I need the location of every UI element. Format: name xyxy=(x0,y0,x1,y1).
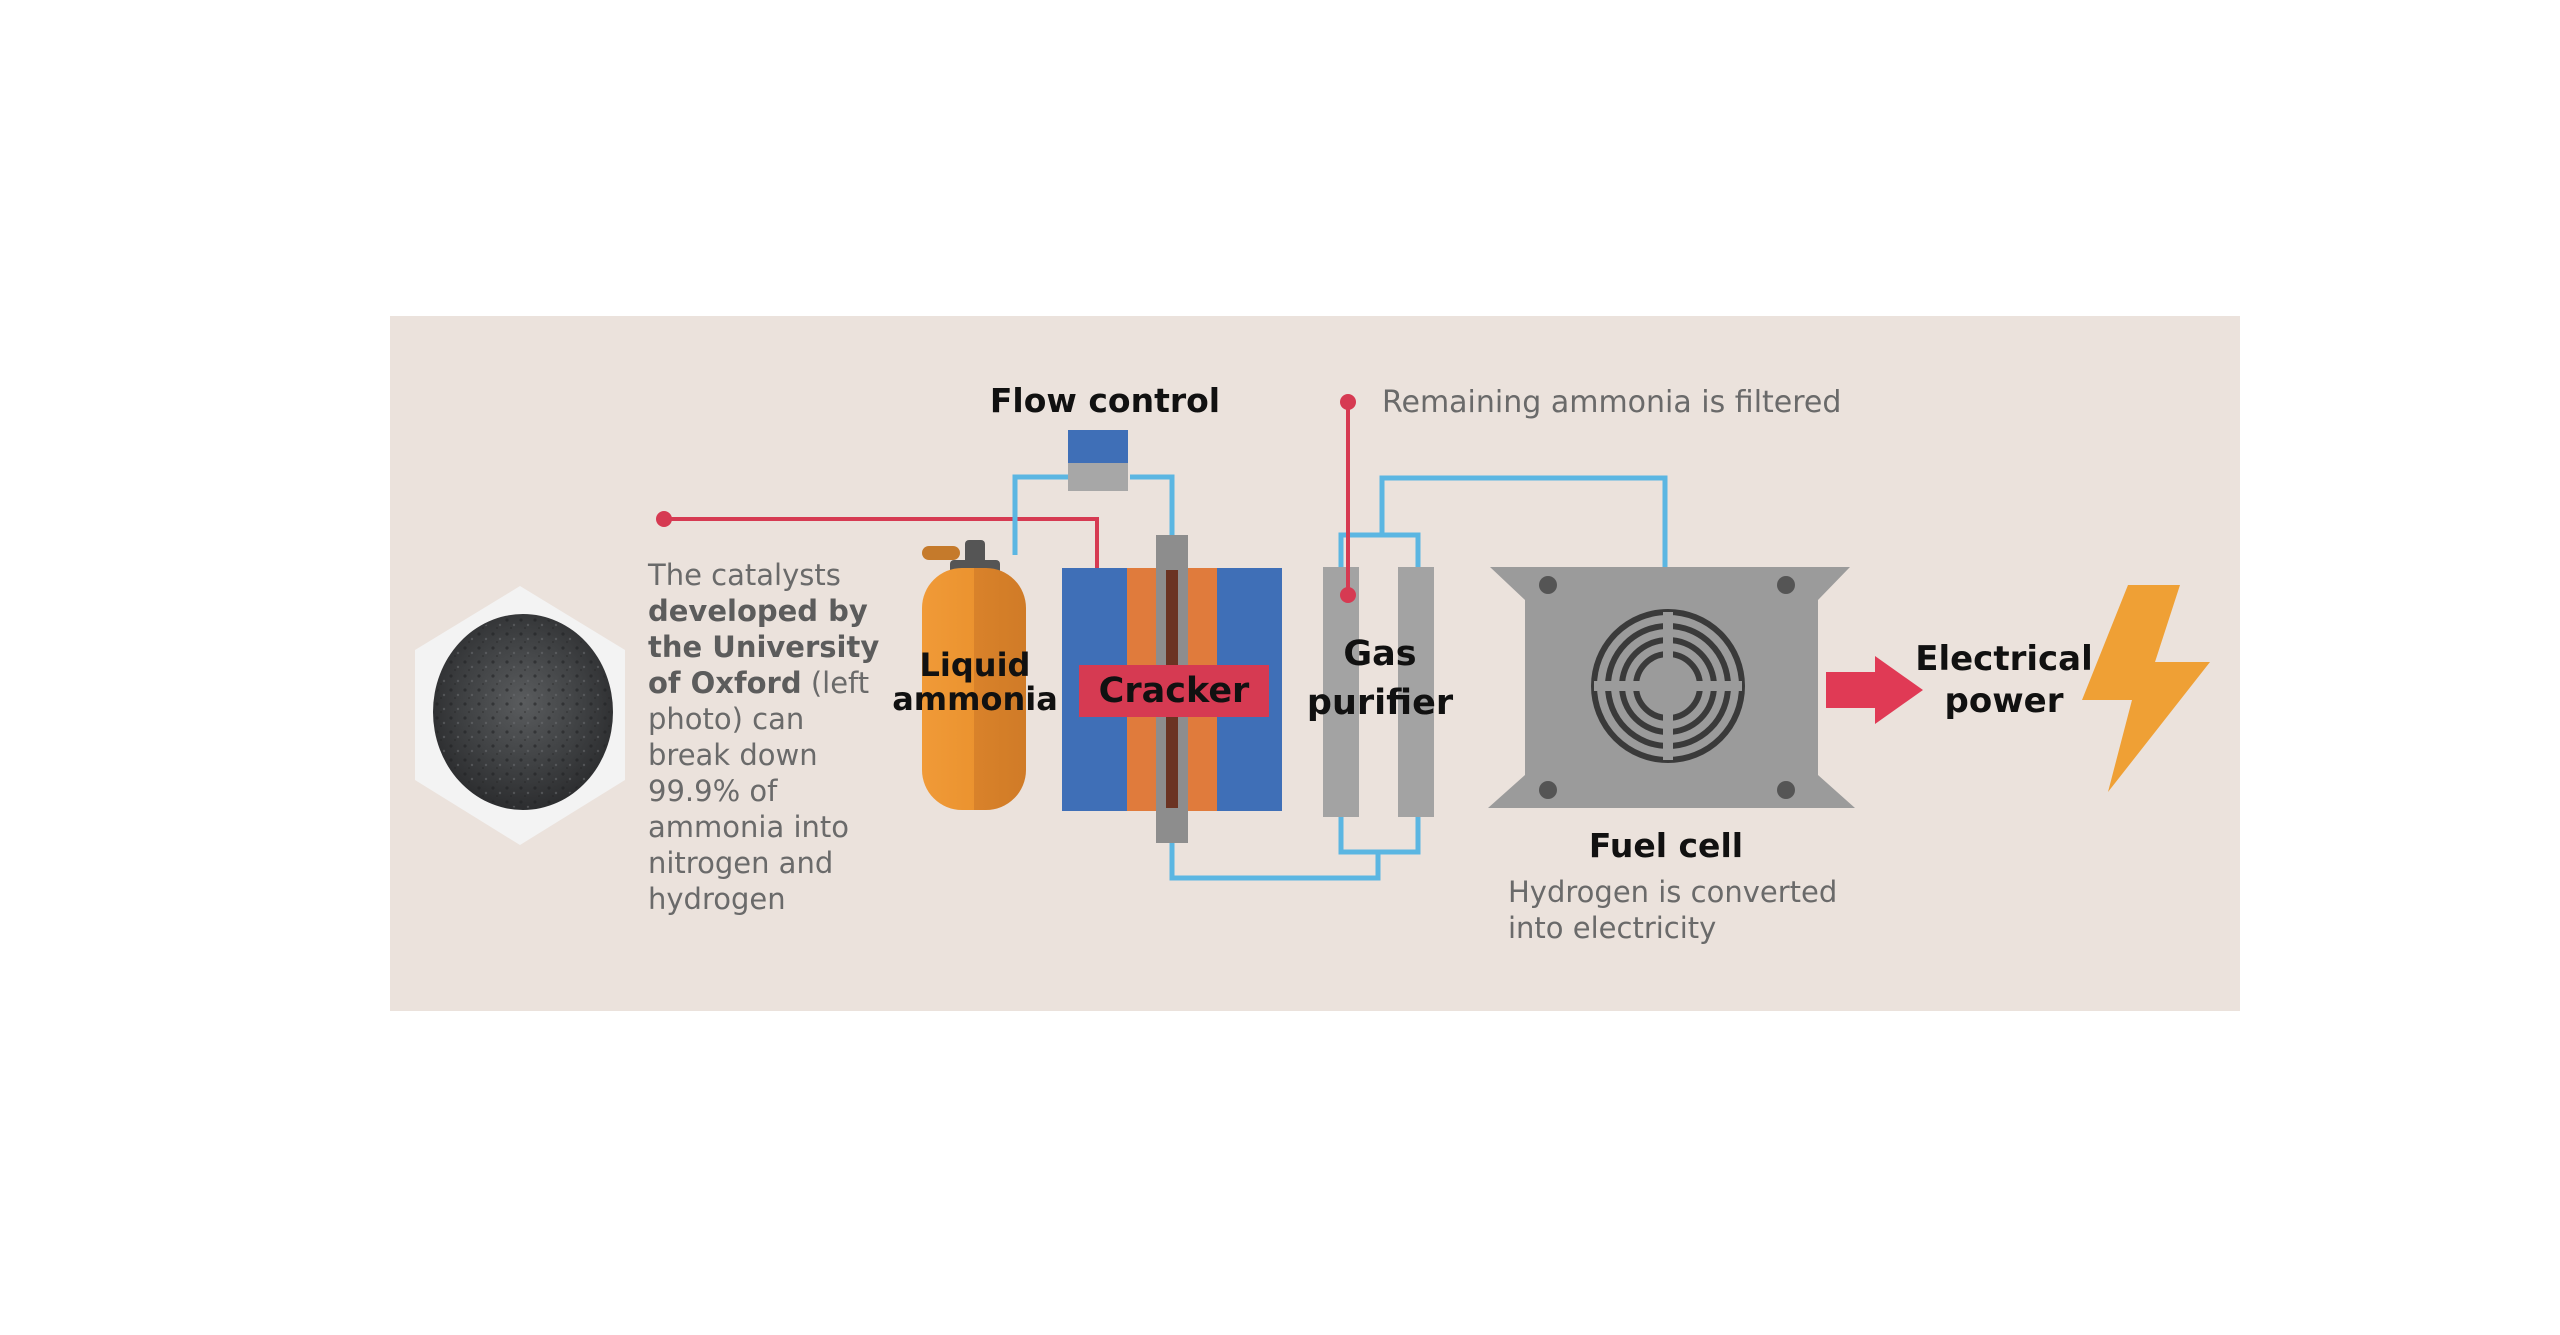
pipe-flow-to-cracker xyxy=(1130,474,1175,540)
purifier-right-column xyxy=(1398,567,1434,817)
catalyst-text-1: The catalysts xyxy=(647,558,841,592)
catalyst-text-3: the University xyxy=(648,630,879,664)
catalyst-description: The catalysts developed by the Universit… xyxy=(647,558,879,916)
fuel-cell xyxy=(1488,567,1855,808)
tank-body xyxy=(922,568,1026,810)
catalyst-text-4: of Oxford (left xyxy=(648,666,869,700)
powder-texture xyxy=(435,616,611,808)
electrical-power-label-2: power xyxy=(1945,681,2064,721)
remaining-ammonia-callout xyxy=(1340,394,1356,603)
catalyst-text-8: ammonia into xyxy=(648,810,849,844)
flow-control-label: Flow control xyxy=(990,381,1220,420)
catalyst-text-5: photo) can xyxy=(648,702,804,736)
diagram-panel xyxy=(390,316,2240,1011)
catalyst-photo xyxy=(415,586,625,845)
liquid-ammonia-label-1: Liquid xyxy=(920,646,1031,684)
fuel-cell-bolt-tr xyxy=(1777,576,1795,594)
fuel-cell-bolt-br xyxy=(1777,781,1795,799)
catalyst-text-4-rest: (left xyxy=(802,666,870,700)
electrical-power-label-1: Electrical xyxy=(1915,639,2093,679)
catalyst-text-9: nitrogen and xyxy=(648,846,833,880)
gas-purifier-label-1: Gas xyxy=(1343,634,1416,674)
fuel-cell-desc-1: Hydrogen is converted xyxy=(1508,875,1837,909)
pipe-purifier-to-fuelcell xyxy=(1379,475,1668,568)
flow-control-valve xyxy=(1068,430,1128,491)
cracker-unit xyxy=(1062,535,1282,843)
catalyst-text-2: developed by xyxy=(648,594,868,628)
catalyst-text-10: hydrogen xyxy=(648,882,786,916)
gas-purifier-label-2: purifier xyxy=(1307,683,1454,723)
catalyst-text-7: 99.9% of xyxy=(648,774,778,808)
cracker-label-box xyxy=(1079,665,1269,717)
remaining-ammonia-label: Remaining ammonia is filtered xyxy=(1382,385,1841,420)
right-arrow-icon xyxy=(1826,656,1923,724)
valve-top xyxy=(1068,430,1128,463)
fuel-cell-bolt-tl xyxy=(1539,576,1557,594)
pipe-purifier-bottom xyxy=(1338,815,1421,855)
valve-bottom xyxy=(1068,463,1128,491)
liquid-ammonia-label-2: ammonia xyxy=(892,680,1058,718)
gas-purifier xyxy=(1323,567,1434,817)
pipes xyxy=(1012,474,1668,881)
remaining-callout-dot-bottom xyxy=(1340,587,1356,603)
pipe-cracker-to-purifier xyxy=(1169,840,1381,881)
catalyst-text-4-bold: of Oxford xyxy=(648,666,802,700)
cracker-label: Cracker xyxy=(1099,671,1250,711)
fan-icon xyxy=(1591,609,1745,763)
fuel-cell-label: Fuel cell xyxy=(1589,826,1743,865)
tank-valve-handle xyxy=(922,546,960,560)
lightning-bolt-icon xyxy=(2082,585,2210,792)
catalyst-text-6: break down xyxy=(648,738,818,772)
liquid-ammonia-tank xyxy=(922,540,1026,810)
fuel-cell-desc-2: into electricity xyxy=(1508,911,1716,945)
fuel-cell-bolt-bl xyxy=(1539,781,1557,799)
purifier-left-column xyxy=(1323,567,1359,817)
pipe-tank-to-flow xyxy=(1012,474,1070,555)
